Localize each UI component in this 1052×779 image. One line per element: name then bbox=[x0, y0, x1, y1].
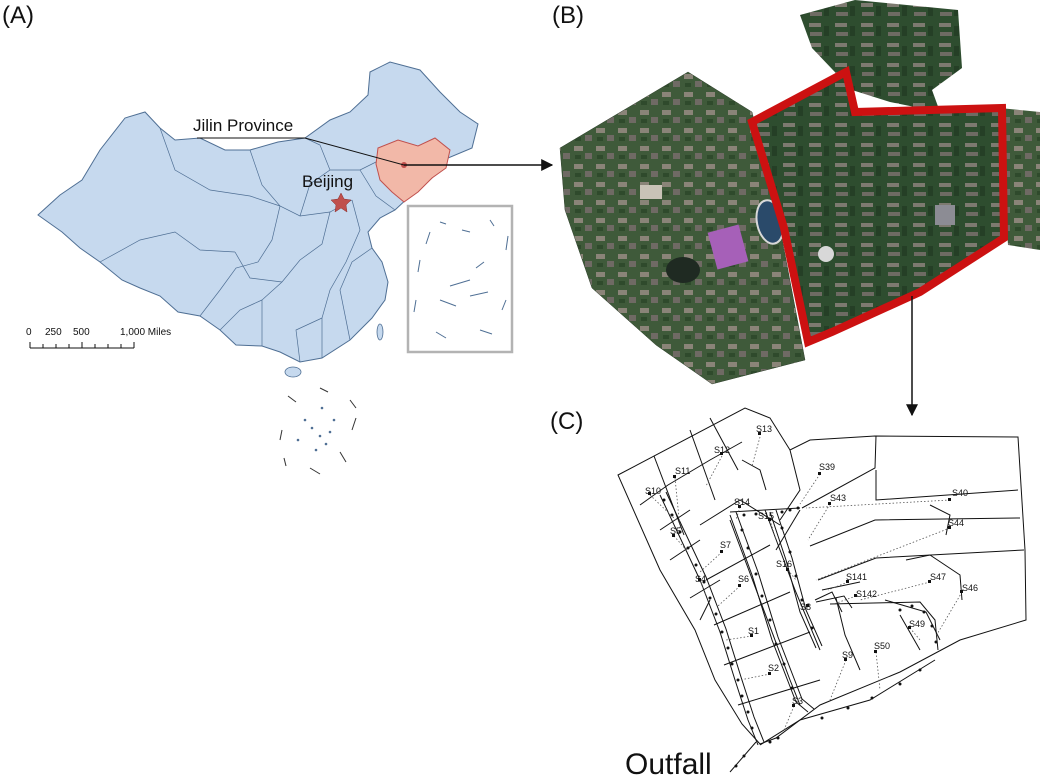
subcatchment-label: S50 bbox=[874, 641, 890, 651]
subcatchment-label: S1 bbox=[748, 626, 759, 636]
subcatchment-label: S16 bbox=[776, 559, 792, 569]
study-area-outline bbox=[747, 66, 1009, 348]
subcatchment-label: S39 bbox=[819, 462, 835, 472]
trunk-pipes bbox=[659, 459, 939, 746]
satellite-tile-east bbox=[1000, 108, 1040, 250]
subcatchment-label: S47 bbox=[930, 572, 946, 582]
subcatchment-label: S14 bbox=[734, 497, 750, 507]
scale-tick-0: 0 bbox=[26, 327, 32, 338]
satellite-image bbox=[559, 0, 1040, 385]
subcatchment-labels: S13 S12 S11 S10 S39 S40 S43 S14 S15 S44 … bbox=[645, 424, 978, 706]
subcatchment-label: S46 bbox=[962, 583, 978, 593]
drainage-network bbox=[617, 407, 1027, 745]
subcatchment-label: S10 bbox=[645, 486, 661, 496]
subcatchment-label: S9 bbox=[842, 650, 853, 660]
subcatchment-label: S15 bbox=[758, 511, 774, 521]
beijing-label: Beijing bbox=[302, 172, 353, 191]
dome-building bbox=[818, 246, 834, 262]
subcatchment-label: S3 bbox=[792, 696, 803, 706]
subcatchment-label: S43 bbox=[830, 493, 846, 503]
subcatchment-label: S141 bbox=[846, 572, 867, 582]
junction-nodes bbox=[662, 498, 938, 768]
subcatchment-label: S49 bbox=[909, 619, 925, 629]
subcatchment-label: S142 bbox=[856, 589, 877, 599]
taiwan-island bbox=[376, 323, 384, 341]
subcatchment-label: S40 bbox=[952, 488, 968, 498]
panel-label-b: (B) bbox=[552, 2, 584, 29]
beijing-star-icon bbox=[330, 192, 352, 213]
satellite-tile-west bbox=[559, 71, 806, 385]
subcatchment-label: S12 bbox=[714, 445, 730, 455]
sports-field bbox=[707, 224, 749, 270]
rooftop-cluster bbox=[935, 205, 955, 225]
scale-tick-1000-miles: 1,000 Miles bbox=[120, 327, 171, 338]
subcatchment-label: S2 bbox=[768, 663, 779, 673]
panel-label-c: (C) bbox=[550, 408, 584, 435]
subcatchment-label: S44 bbox=[948, 518, 964, 528]
hainan-island bbox=[284, 366, 302, 378]
scale-tick-250: 250 bbox=[45, 327, 62, 338]
jilin-province-label: Jilin Province bbox=[193, 116, 293, 135]
province-boundaries bbox=[99, 127, 396, 363]
subcatchment-label: S5 bbox=[670, 526, 681, 536]
inset-islands bbox=[413, 219, 509, 339]
pond bbox=[666, 257, 700, 283]
subcatchment-label: S11 bbox=[675, 466, 690, 476]
satellite-tile-north bbox=[800, 0, 962, 112]
subcatchment-label: S6 bbox=[738, 574, 749, 584]
subcatchment-label: S13 bbox=[756, 424, 772, 434]
scale-tick-500: 500 bbox=[73, 327, 90, 338]
scale-bar bbox=[29, 342, 135, 349]
rooftop-plaza bbox=[640, 185, 662, 199]
inset-frame bbox=[406, 204, 514, 354]
subcatchment-centroids bbox=[648, 432, 963, 707]
jilin-leader-line bbox=[197, 137, 405, 166]
island-dots bbox=[296, 406, 336, 452]
south-sea-islands bbox=[279, 387, 357, 475]
panel-label-a: (A) bbox=[2, 2, 34, 29]
china-map: Beijing Jilin Province 0 250 500 1,000 M… bbox=[26, 61, 514, 475]
subcatchment-label: S4 bbox=[695, 574, 706, 584]
jilin-province bbox=[375, 137, 451, 203]
network-boundary bbox=[617, 407, 1027, 745]
subcatchment-label: S7 bbox=[720, 540, 731, 550]
china-mainland bbox=[37, 61, 479, 363]
outfall-label: Outfall bbox=[625, 748, 712, 779]
subcatchment-label: S8 bbox=[800, 602, 811, 612]
